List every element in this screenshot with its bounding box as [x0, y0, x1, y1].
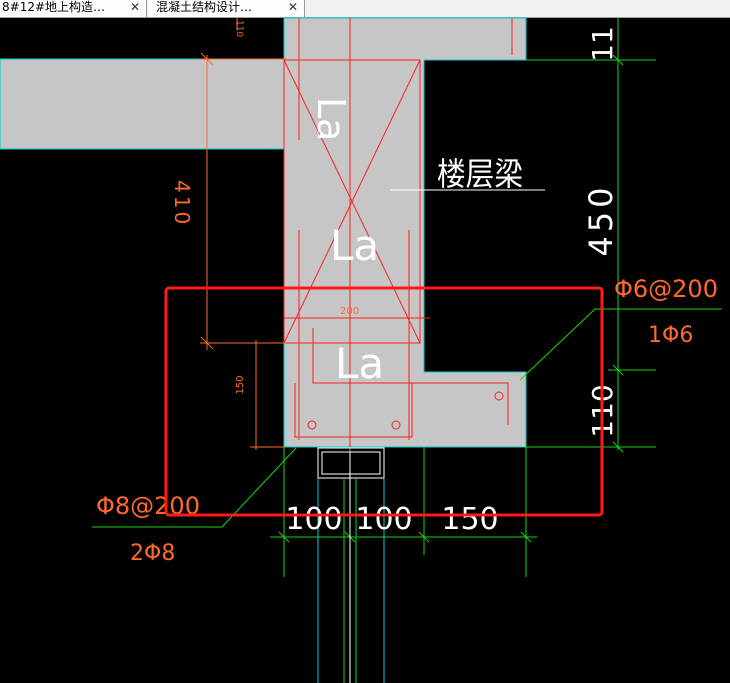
dim-100b-label: 100 [355, 502, 412, 537]
stirrup [294, 383, 413, 438]
column-cap [317, 447, 385, 479]
dim-tick-green [612, 441, 624, 453]
column-top [283, 17, 527, 61]
anchor-label-lower: La [335, 339, 384, 388]
dim-150-label: 150 [441, 502, 498, 537]
beam-width-label: 200 [340, 306, 359, 317]
dim-11-label: 11 [586, 26, 619, 62]
beam-web [284, 59, 424, 372]
dim-tick-green [278, 531, 290, 543]
cross-diagonal [283, 59, 421, 344]
beam-outline [283, 60, 527, 448]
dim-tick-green [520, 531, 532, 543]
reinforcement [283, 18, 513, 447]
close-icon[interactable]: ✕ [129, 0, 140, 14]
anchor-label-middle: La [330, 221, 379, 270]
tab-label: 8#12#地上构造… [2, 0, 106, 14]
document-tab-bar: 8#12#地上构造… ✕ 混凝土结构设计… ✕ [0, 0, 730, 18]
dim-tick-green [612, 54, 624, 66]
dim-410-label: 410 [170, 180, 194, 227]
tab-document-1[interactable]: 8#12#地上构造… ✕ [0, 0, 147, 17]
dim-450-label: 450 [582, 183, 620, 256]
leader-left [92, 447, 297, 528]
hook-bar [312, 328, 509, 425]
concrete-sections [0, 17, 527, 448]
beam-label: 楼层梁 [437, 155, 523, 193]
column-below [317, 447, 385, 683]
rebar-dot [307, 420, 317, 430]
leader-right [519, 308, 722, 381]
tab-label: 混凝土结构设计… [156, 0, 253, 14]
dimension-lines [200, 18, 286, 450]
dim-100a-label: 100 [285, 502, 342, 537]
beam-flange [284, 372, 526, 447]
close-icon[interactable]: ✕ [287, 0, 298, 14]
dim-150-small-label: 150 [235, 375, 246, 394]
highlight-box [164, 286, 604, 517]
stirrup-right-label: Φ6@200 [614, 275, 718, 303]
dim-tick [200, 336, 214, 350]
slab-left [0, 58, 287, 150]
bar-left-label: 2Φ8 [130, 541, 175, 566]
dim-tick-green [418, 531, 430, 543]
anchor-label-upper: La [309, 97, 353, 141]
bar-right-label: 1Φ6 [648, 323, 693, 348]
column-inner [321, 451, 381, 475]
dim-tick-green [612, 364, 624, 376]
cross-box [283, 59, 421, 344]
rebar-dot [494, 391, 504, 401]
dim-tick [200, 52, 214, 66]
rebar-dot [391, 420, 401, 430]
top-small-text: 110 [234, 20, 244, 37]
tab-document-2[interactable]: 混凝土结构设计… ✕ [148, 0, 305, 17]
